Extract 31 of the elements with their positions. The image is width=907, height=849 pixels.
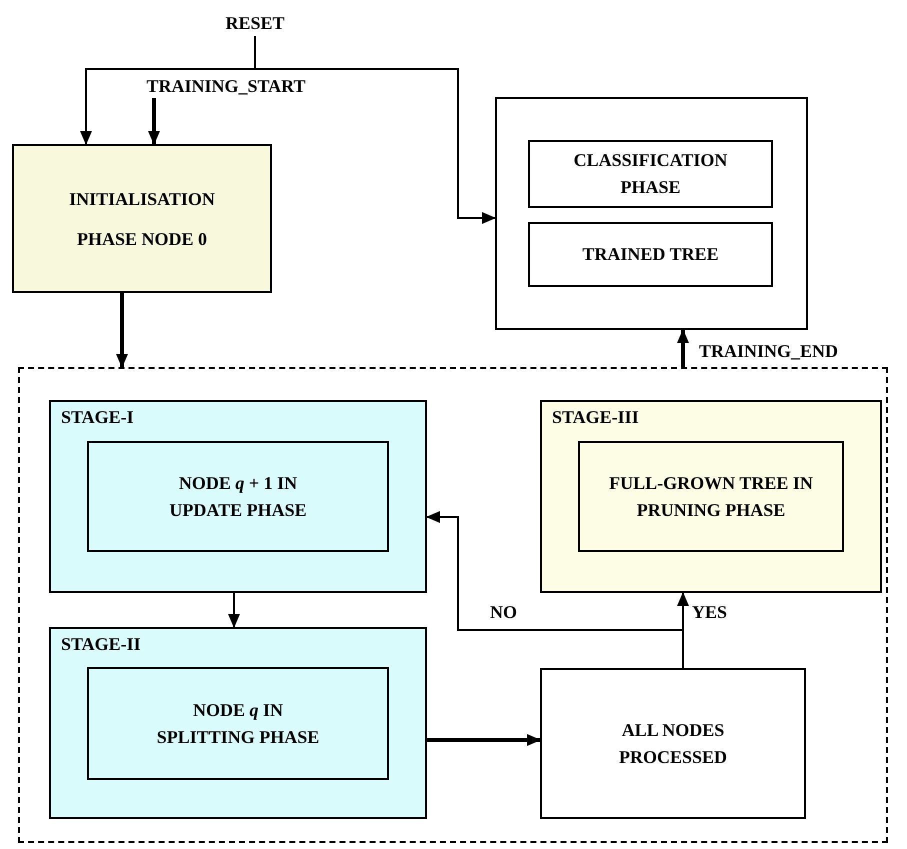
signal-label: TRAINING_START — [145, 74, 307, 98]
stage-heading: STAGE-III — [552, 407, 639, 428]
process-box — [540, 668, 806, 819]
process-box — [87, 441, 389, 552]
box-text: FULL-GROWN TREE IN PRUNING PHASE — [608, 472, 814, 522]
box-text: NODE q IN SPLITTING PHASE — [156, 698, 320, 748]
box-text: TRAINED TREE — [581, 243, 720, 266]
process-box — [528, 222, 773, 287]
stage-box — [49, 627, 427, 819]
arrow — [677, 329, 689, 367]
box-text: CLASSIFICATION PHASE — [572, 149, 728, 199]
process-box — [528, 140, 773, 208]
stage-heading: STAGE-I — [61, 407, 134, 428]
arrow — [148, 98, 160, 145]
process-box — [578, 441, 844, 552]
arrow — [228, 593, 240, 628]
stage-heading: STAGE-II — [61, 634, 141, 655]
signal-label: RESET — [224, 12, 286, 34]
box-text: ALL NODES PROCESSED — [618, 718, 728, 768]
group-frame — [18, 367, 888, 843]
arrow — [254, 36, 496, 224]
box-text: NODE q + 1 IN UPDATE PHASE — [168, 472, 308, 522]
stage-box — [540, 400, 882, 593]
box-text: INITIALISATION PHASE NODE 0 — [68, 188, 216, 250]
arrow — [427, 734, 541, 746]
process-box — [495, 97, 808, 330]
arrow — [116, 293, 128, 368]
process-box — [12, 144, 272, 293]
process-box — [87, 667, 389, 780]
arrow — [426, 511, 684, 668]
stage-box — [49, 400, 427, 593]
